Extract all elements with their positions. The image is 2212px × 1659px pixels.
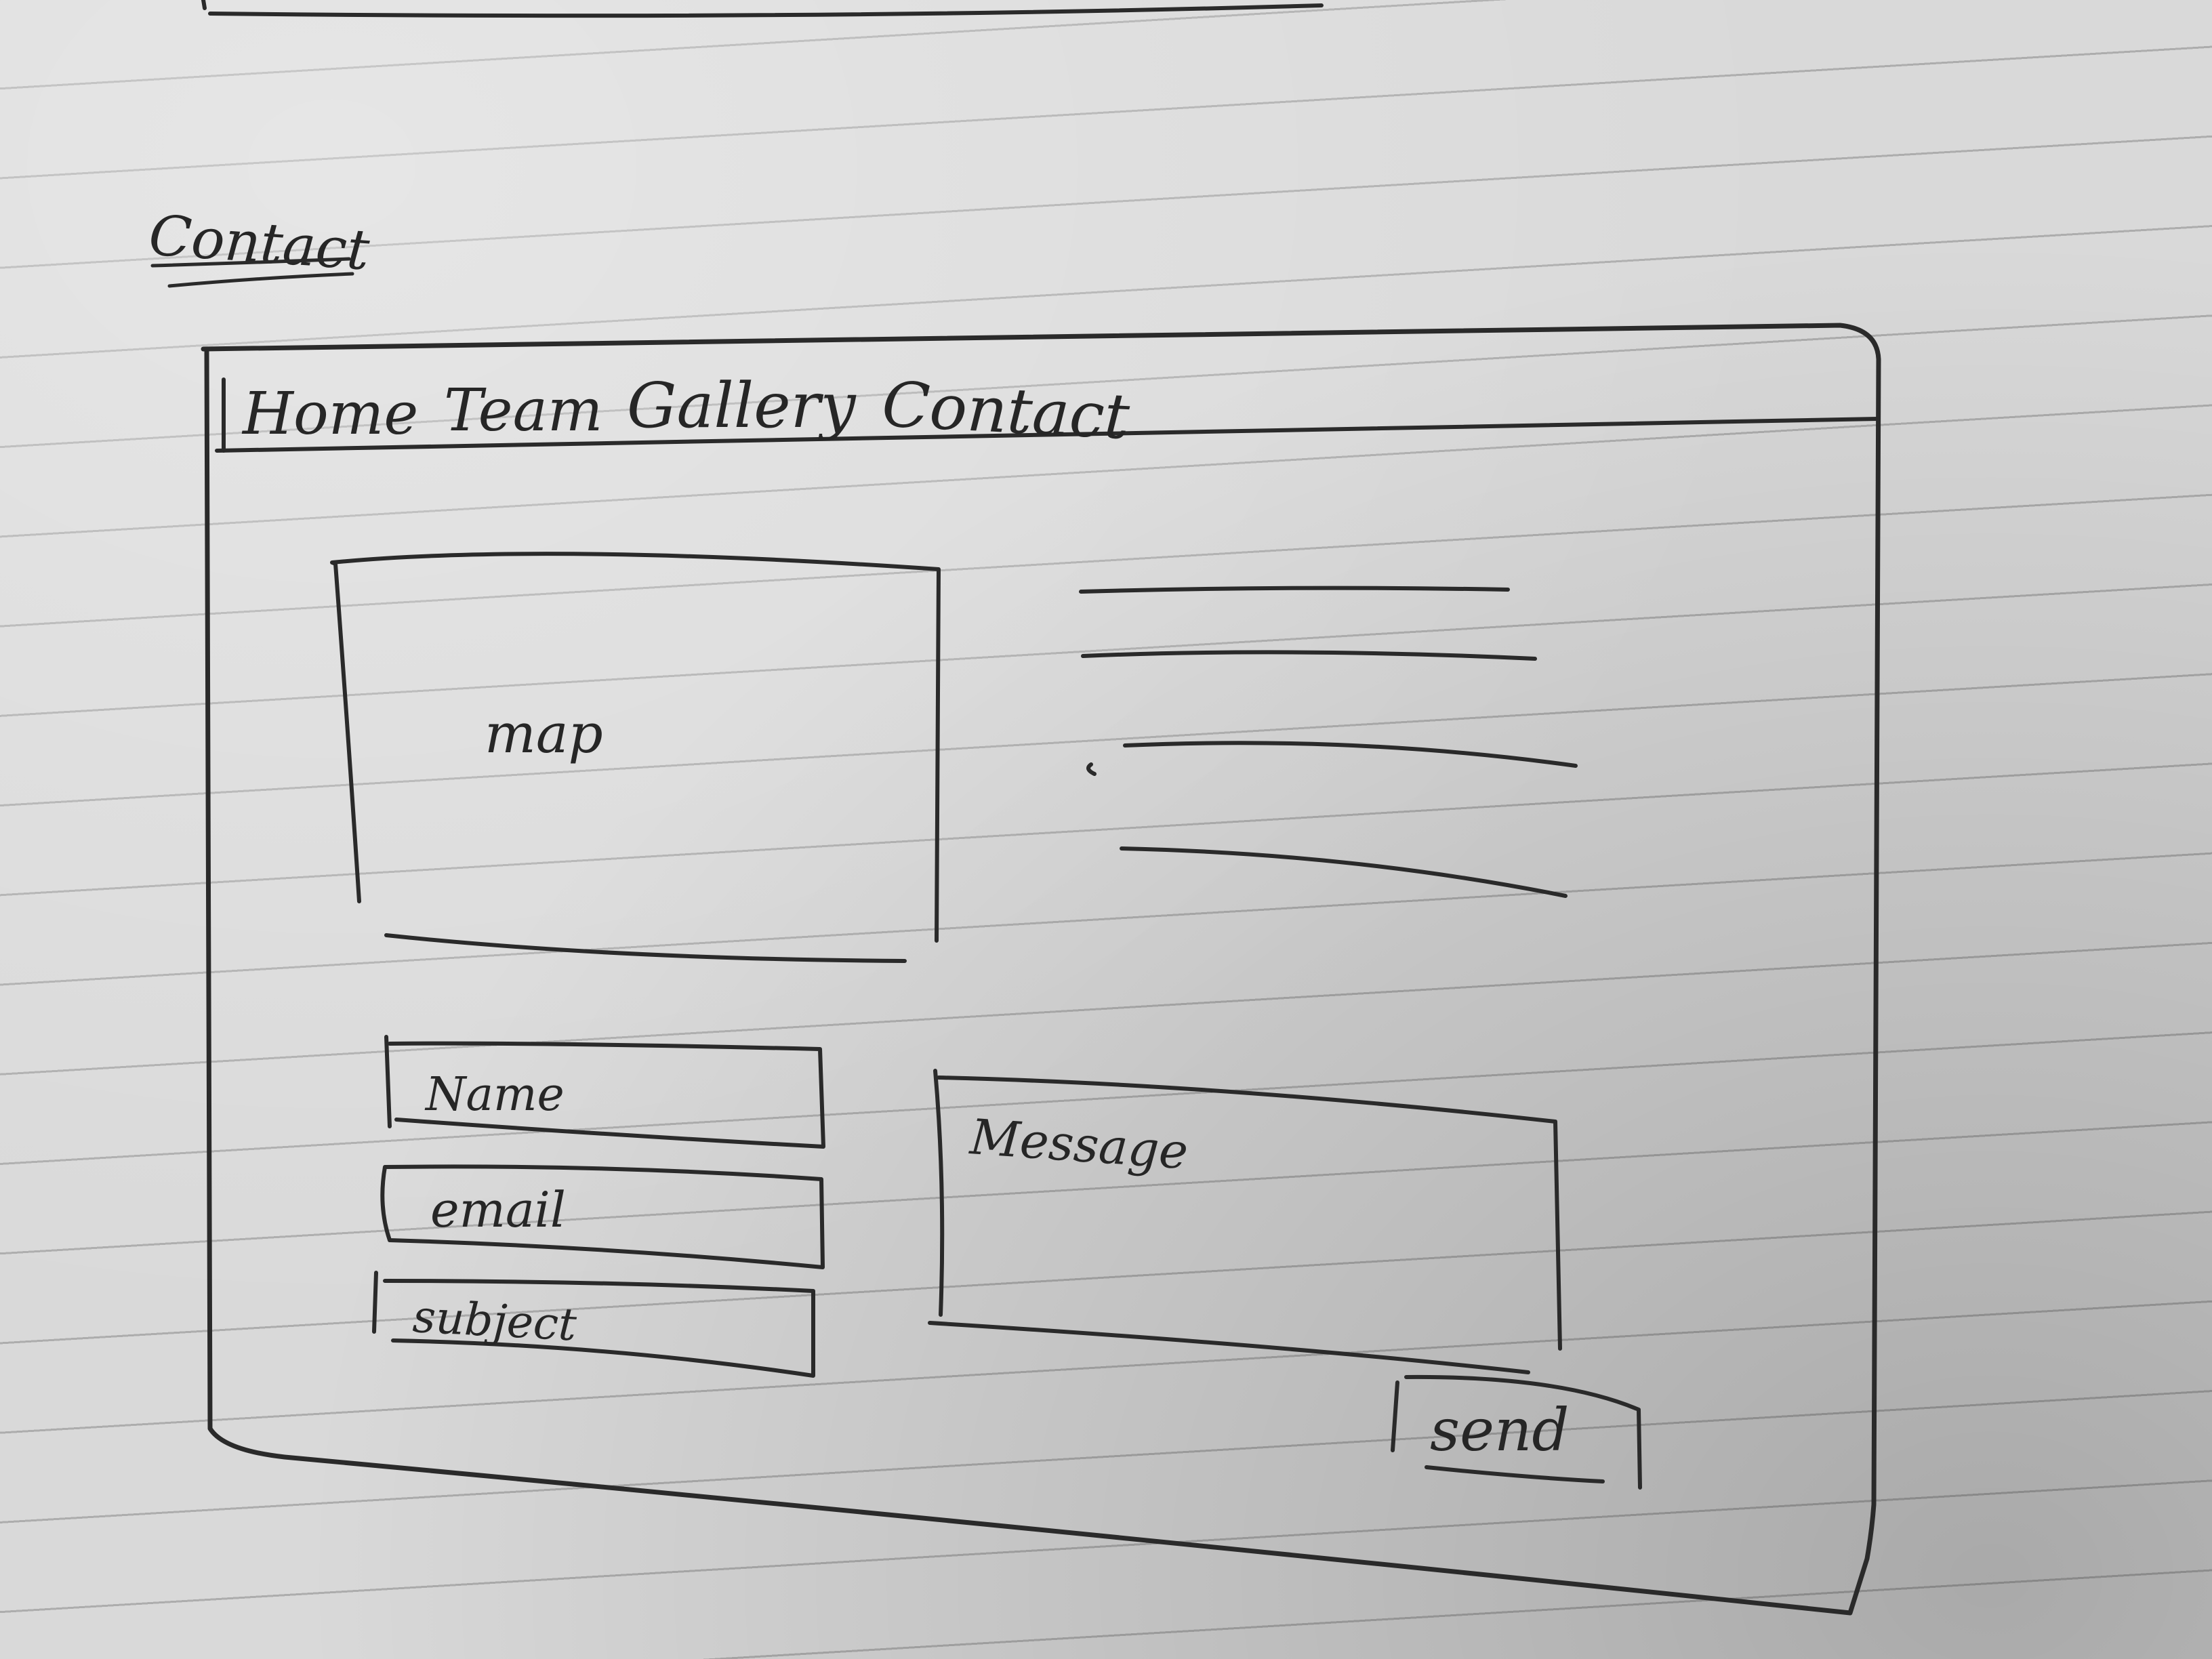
- name-field[interactable]: Name: [384, 1035, 825, 1149]
- page-heading-underline: [150, 257, 354, 288]
- nav-item-home[interactable]: Home: [241, 380, 418, 448]
- subject-field-border: [372, 1271, 815, 1378]
- nav-item-contact[interactable]: Contact: [880, 368, 1132, 453]
- name-field-placeholder: Name: [424, 1068, 565, 1122]
- subject-field[interactable]: subject: [372, 1271, 815, 1378]
- email-field[interactable]: email: [380, 1164, 825, 1269]
- page-heading: Contact: [147, 203, 373, 283]
- nav-item-team[interactable]: Team: [444, 377, 602, 445]
- nav-item-gallery[interactable]: Gallery: [627, 369, 857, 442]
- nav-bar: Home Team Gallery Contact: [215, 368, 1879, 453]
- previous-sketch-edge: [201, 0, 1324, 18]
- info-line-3: [1086, 741, 1578, 776]
- message-field[interactable]: Message: [928, 1069, 1562, 1374]
- name-field-border: [384, 1035, 825, 1149]
- info-line-2: [1081, 650, 1537, 661]
- send-button-border: [1391, 1374, 1642, 1490]
- map-label: map: [485, 702, 603, 765]
- info-line-1: [1079, 586, 1510, 594]
- info-line-4: [1120, 846, 1568, 898]
- map-panel[interactable]: map: [330, 552, 941, 963]
- contact-info-lines: [1079, 586, 1578, 898]
- email-field-placeholder: email: [430, 1181, 566, 1238]
- message-field-placeholder: Message: [967, 1108, 1190, 1180]
- send-button[interactable]: send: [1391, 1374, 1642, 1490]
- subject-field-placeholder: subject: [411, 1290, 578, 1351]
- send-button-label: send: [1430, 1397, 1569, 1465]
- nav-bar-divider: [215, 417, 1879, 453]
- email-field-border: [380, 1164, 825, 1269]
- browser-frame: [201, 323, 1881, 1616]
- map-box: [330, 552, 941, 963]
- message-field-border: [928, 1069, 1562, 1374]
